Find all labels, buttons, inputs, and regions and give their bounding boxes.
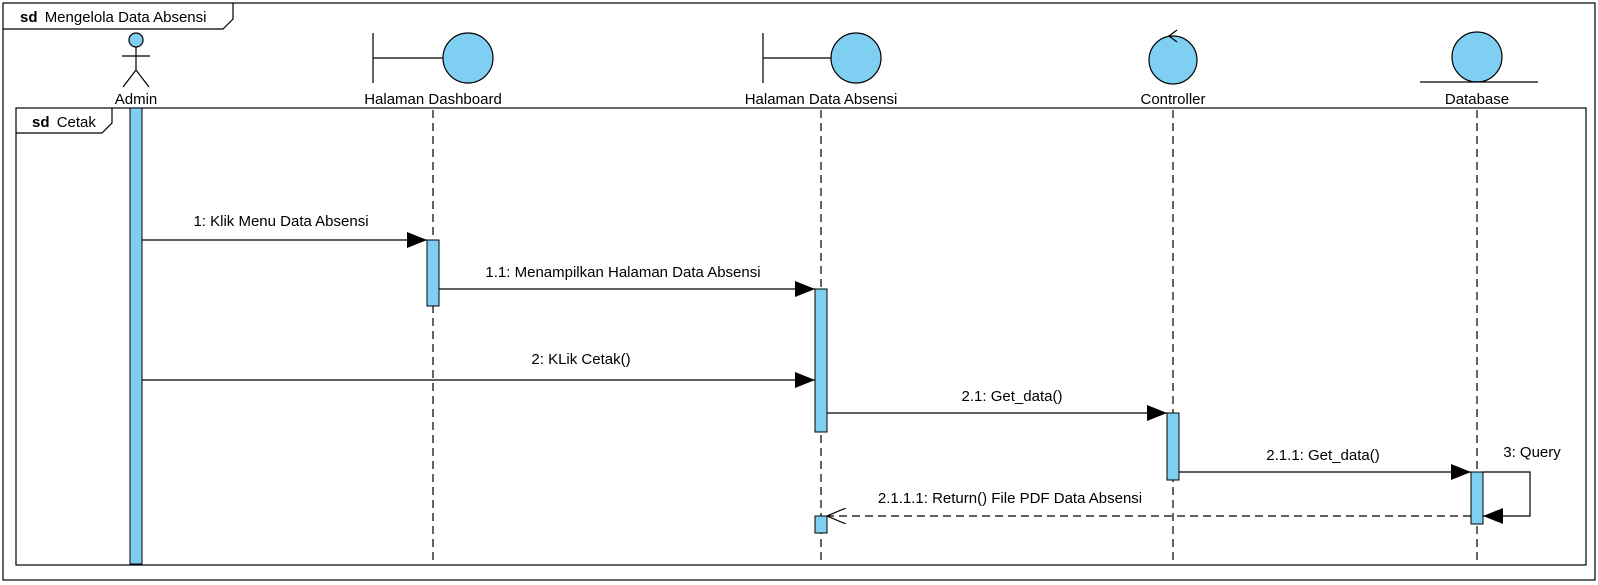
message-label: 1: Klik Menu Data Absensi (193, 213, 368, 230)
boundary-icon (372, 32, 494, 84)
activation-controller (1166, 412, 1180, 481)
outer-frame-title: sd Mengelola Data Absensi (20, 9, 206, 26)
message-2-1: 2.1: Get_data() (827, 388, 1167, 421)
lifeline-label-database: Database (1445, 91, 1509, 108)
lifeline-label-halaman-dashboard: Halaman Dashboard (364, 91, 502, 108)
message-label: 2.1.1: Get_data() (1266, 447, 1379, 464)
activation-halaman-dashboard (426, 239, 440, 307)
lifeline-halaman-data-absensi: Halaman Data Absensi (745, 32, 898, 565)
message-label: 1.1: Menampilkan Halaman Data Absensi (485, 264, 760, 281)
lifeline-label-admin: Admin (115, 91, 158, 108)
entity-icon (1420, 31, 1538, 83)
message-label: 2.1: Get_data() (962, 388, 1063, 405)
lifeline-controller: Controller (1140, 29, 1206, 565)
activation-database (1470, 471, 1484, 525)
lifeline-label-controller: Controller (1140, 91, 1205, 108)
message-arrow (1483, 471, 1531, 524)
message-2-1-1-1-return: 2.1.1.1: Return() File PDF Data Absensi (827, 490, 1471, 516)
message-3-self: 3: Query (1483, 444, 1561, 524)
message-label: 2.1.1.1: Return() File PDF Data Absensi (878, 490, 1142, 507)
outer-frame-tab (3, 3, 234, 30)
inner-frame-tab (16, 108, 113, 134)
lifeline-label-halaman-data-absensi: Halaman Data Absensi (745, 91, 898, 108)
message-label: 2: KLik Cetak() (531, 351, 630, 368)
control-icon (1148, 29, 1198, 85)
message-1: 1: Klik Menu Data Absensi (142, 213, 427, 248)
actor-admin: Admin (115, 32, 158, 565)
inner-frame (15, 107, 1587, 566)
message-2: 2: KLik Cetak() (142, 351, 815, 388)
lifeline-database: Database (1420, 31, 1538, 565)
activation-halaman-data-absensi (814, 288, 828, 433)
lifeline-halaman-dashboard: Halaman Dashboard (364, 32, 502, 565)
actor-icon (122, 32, 150, 88)
inner-frame-title: sd Cetak (32, 114, 96, 131)
message-label: 3: Query (1503, 444, 1561, 461)
activation-halaman-data-absensi-return (814, 515, 828, 534)
message-1-1: 1.1: Menampilkan Halaman Data Absensi (439, 264, 815, 297)
message-2-1-1: 2.1.1: Get_data() (1179, 447, 1471, 480)
boundary-icon (762, 32, 882, 84)
activation-admin (129, 107, 143, 565)
